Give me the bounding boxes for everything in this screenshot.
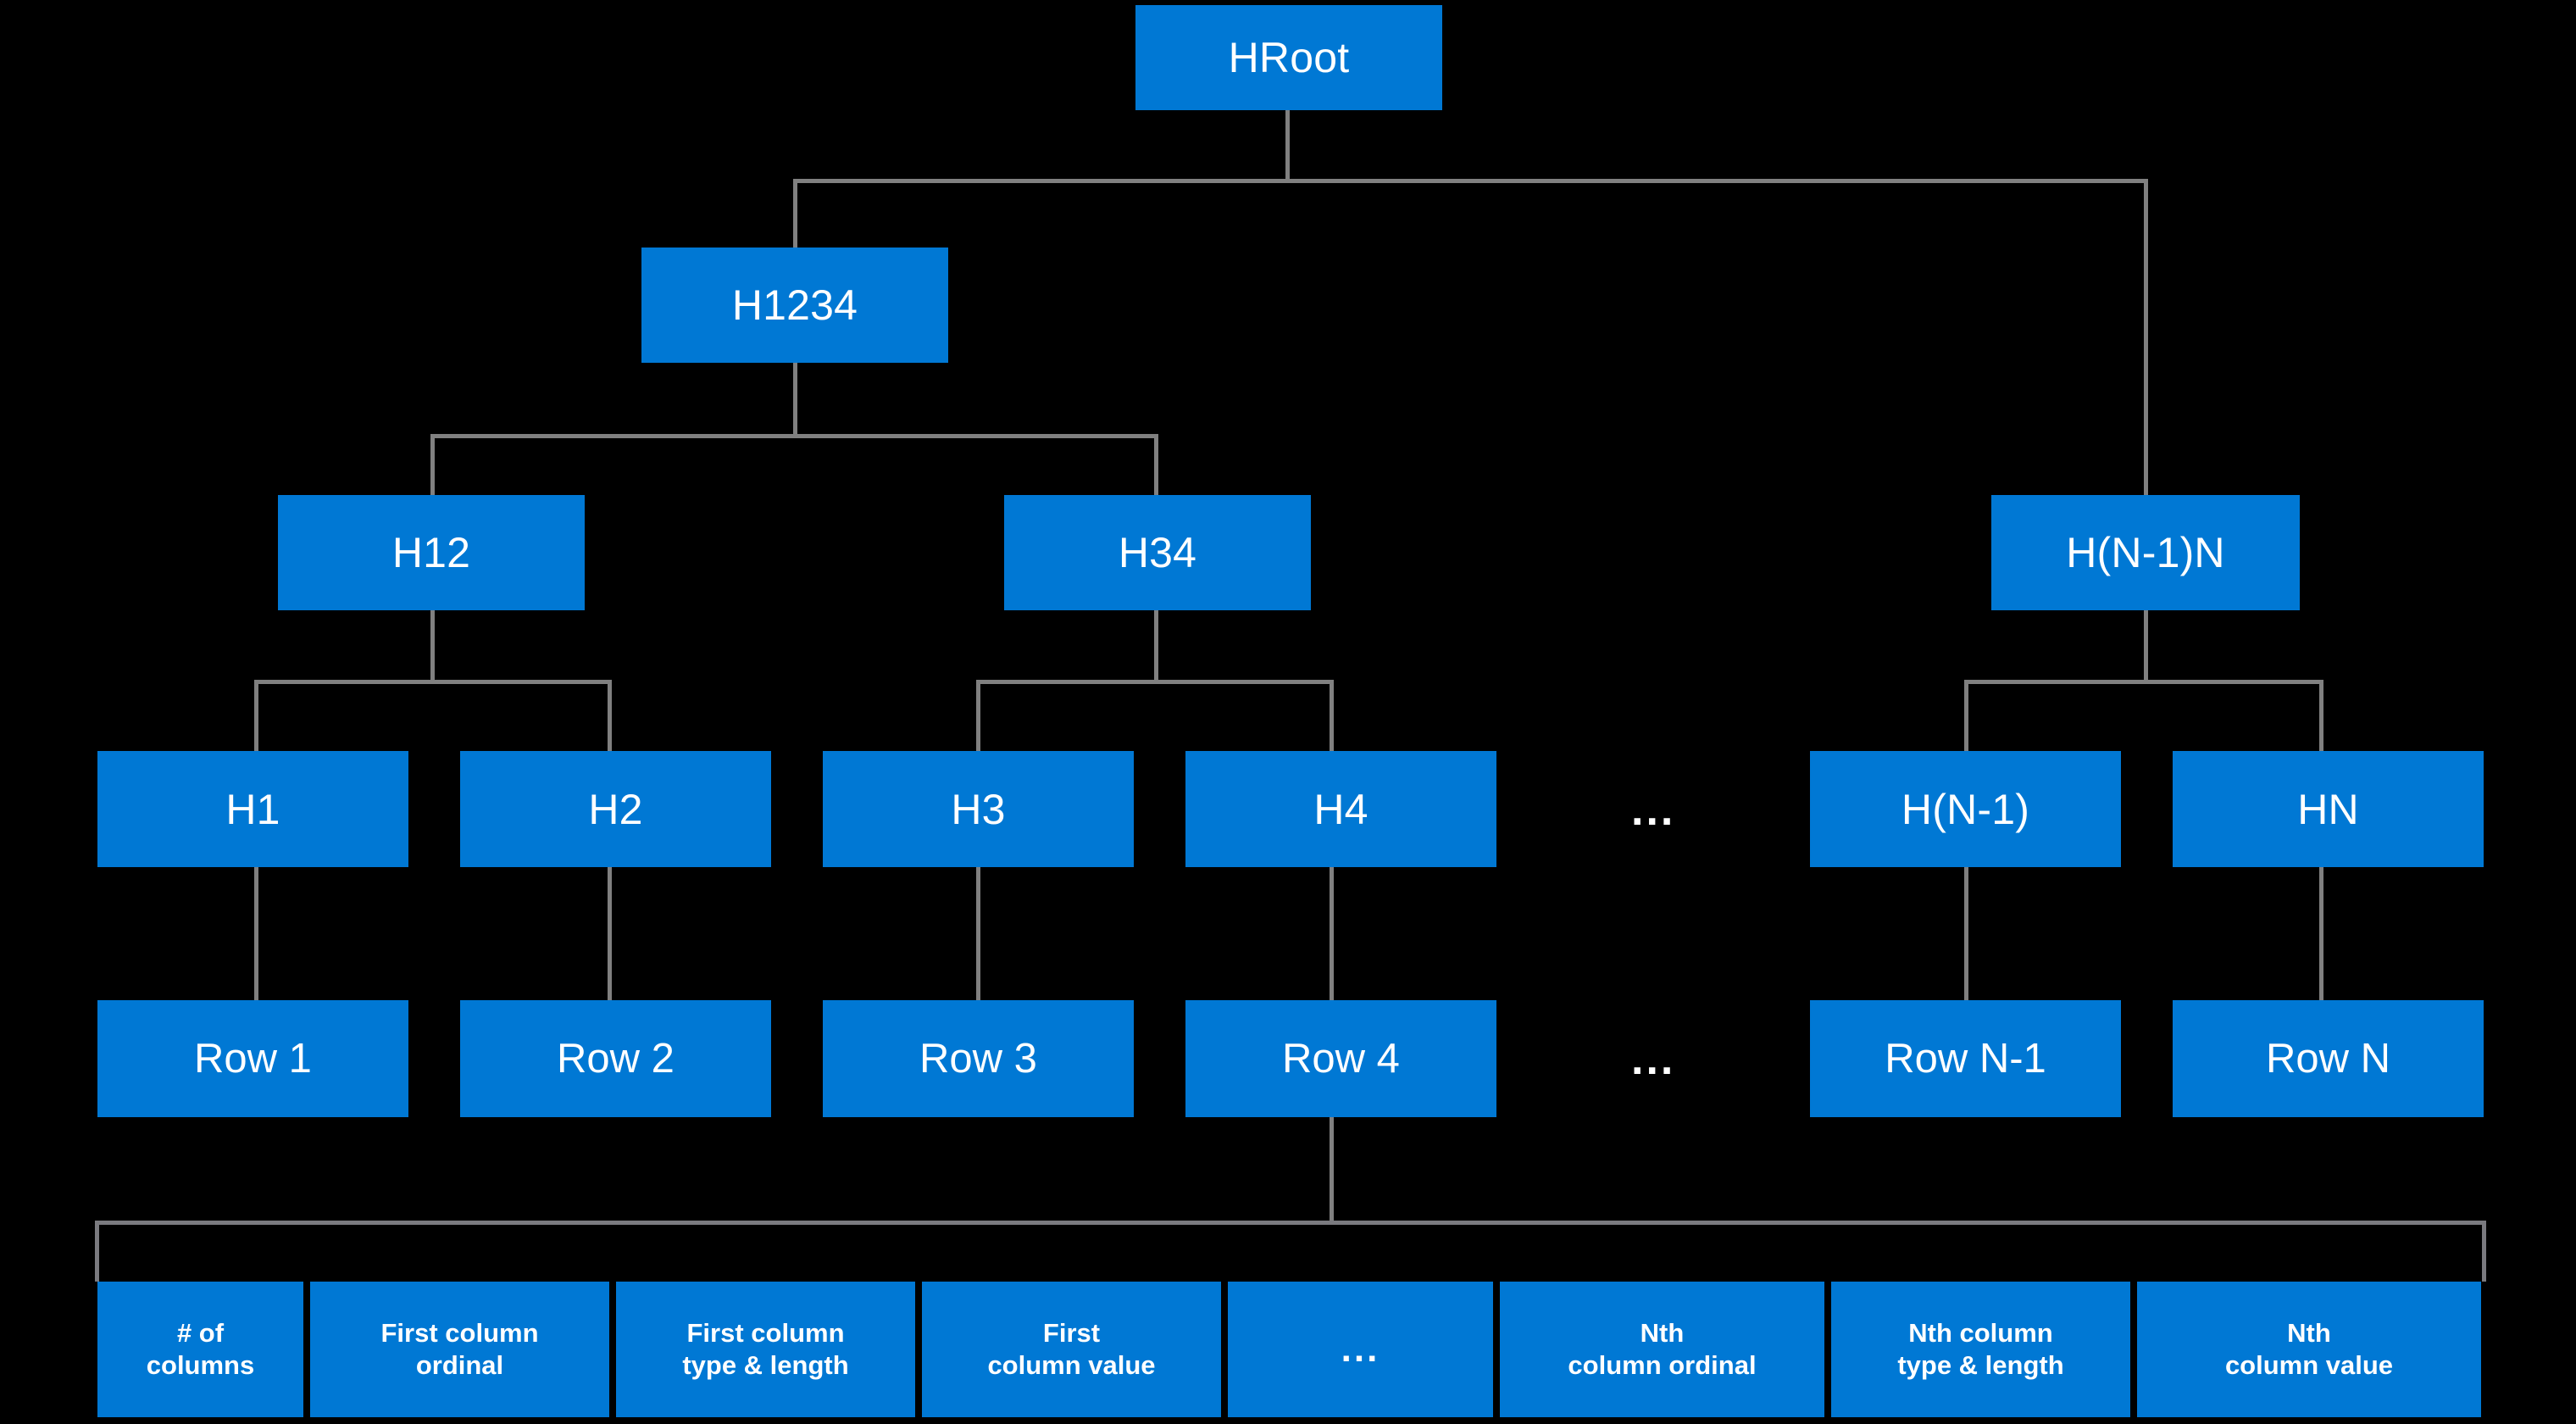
node-h2[interactable]: H2	[460, 751, 771, 867]
node-label: H34	[1118, 529, 1197, 576]
node-label: Row 3	[919, 1035, 1037, 1082]
field-label: ...	[1341, 1328, 1380, 1371]
connector-root-to-h1234	[793, 179, 797, 251]
connector-h1234-to-h12	[430, 434, 435, 502]
connector-h34-to-h3	[976, 680, 980, 751]
node-h34[interactable]: H34	[1004, 495, 1311, 610]
connector-h2-to-row2	[608, 867, 612, 1011]
connector-hn1-to-rown1	[1964, 867, 1968, 1011]
connector-hn1n-stem	[2144, 610, 2148, 681]
connector-h34-to-h4	[1330, 680, 1334, 751]
node-label: HN	[2297, 785, 2359, 833]
connector-h34-stem	[1154, 610, 1158, 681]
connector-fields-bracket-left	[95, 1221, 99, 1282]
node-hn1n[interactable]: H(N-1)N	[1991, 495, 2300, 610]
connector-h3-to-row3	[976, 867, 980, 1011]
node-row-2[interactable]: Row 2	[460, 1000, 771, 1117]
node-label: H3	[951, 785, 1006, 833]
connector-hn1n-bar	[1964, 680, 2323, 684]
field-ellipsis[interactable]: ...	[1228, 1282, 1493, 1417]
node-h12[interactable]: H12	[278, 495, 585, 610]
connector-h12-to-h1	[254, 680, 258, 751]
node-label: H(N-1)	[1901, 785, 2030, 833]
node-hn1[interactable]: H(N-1)	[1810, 751, 2121, 867]
node-row-1[interactable]: Row 1	[97, 1000, 408, 1117]
node-label: Row 4	[1282, 1035, 1400, 1082]
node-row-n-1[interactable]: Row N-1	[1810, 1000, 2121, 1117]
node-label: Row 2	[557, 1035, 675, 1082]
node-h1234[interactable]: H1234	[641, 248, 948, 363]
node-row-4[interactable]: Row 4	[1185, 1000, 1496, 1117]
connector-root-bar	[795, 179, 2147, 183]
connector-h1234-to-h34	[1154, 434, 1158, 502]
connector-hn1n-to-hn1	[1964, 680, 1968, 751]
node-row-3[interactable]: Row 3	[823, 1000, 1134, 1117]
connector-root-stem	[1285, 110, 1290, 182]
connector-hn-to-rown	[2319, 867, 2323, 1011]
connector-hn1n-to-hn	[2319, 680, 2323, 751]
node-label: Row N-1	[1885, 1035, 2046, 1082]
connector-h1234-bar	[430, 434, 1158, 438]
node-label: H12	[391, 529, 471, 576]
connector-h4-to-row4	[1330, 867, 1334, 1011]
connector-h12-bar	[254, 680, 611, 684]
connector-root-to-hn1n	[2144, 179, 2148, 498]
connector-h1234-stem	[793, 363, 797, 436]
node-h3[interactable]: H3	[823, 751, 1134, 867]
node-label: H1234	[731, 281, 858, 329]
node-h4[interactable]: H4	[1185, 751, 1496, 867]
node-label: H1	[225, 785, 280, 833]
node-row-n[interactable]: Row N	[2173, 1000, 2484, 1117]
connector-row4-to-fields	[1330, 1117, 1334, 1224]
node-label: HRoot	[1228, 34, 1350, 81]
connector-h34-bar	[976, 680, 1334, 684]
connector-h12-to-h2	[608, 680, 612, 751]
node-label: H(N-1)N	[2066, 529, 2225, 576]
connector-fields-bracket-right	[2482, 1221, 2486, 1282]
connector-fields-bracket	[95, 1221, 2486, 1225]
node-label: Row N	[2265, 1035, 2391, 1082]
hash-row-ellipsis: ...	[1631, 786, 1676, 835]
node-hn[interactable]: HN	[2173, 751, 2484, 867]
connector-h12-stem	[430, 610, 435, 681]
connector-h1-to-row1	[254, 867, 258, 1011]
node-label: H4	[1313, 785, 1368, 833]
node-h1[interactable]: H1	[97, 751, 408, 867]
node-label: H2	[588, 785, 643, 833]
rows-ellipsis: ...	[1631, 1035, 1676, 1084]
node-hroot[interactable]: HRoot	[1135, 5, 1442, 110]
node-label: Row 1	[194, 1035, 312, 1082]
